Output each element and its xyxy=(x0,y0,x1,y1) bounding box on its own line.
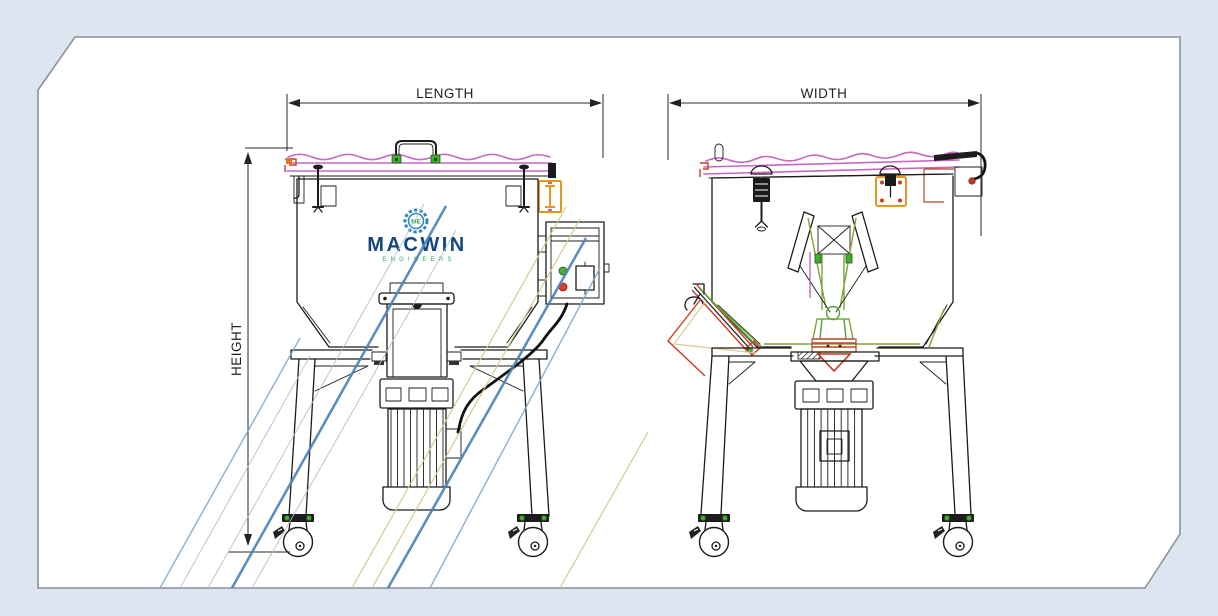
drawing-sheet xyxy=(37,36,1181,589)
stray-sketch-lines xyxy=(159,203,649,588)
length-label: LENGTH xyxy=(416,86,474,101)
chute-handle xyxy=(684,283,705,311)
lid-pin xyxy=(714,143,724,162)
side-view xyxy=(667,143,987,558)
motor-junction-box xyxy=(819,430,850,462)
discharge-arrow xyxy=(816,353,852,373)
agitator-assembly xyxy=(787,211,879,373)
lid-corner-clamp xyxy=(699,162,709,177)
motor-junction-box xyxy=(445,428,462,459)
lid-corner-clamp xyxy=(284,158,297,172)
logo-monogram: ME xyxy=(411,219,421,226)
length-dimension: LENGTH xyxy=(286,86,604,158)
front-drive-unit xyxy=(371,282,462,511)
lid-end-cap xyxy=(548,163,556,178)
lid-handle xyxy=(391,140,441,164)
front-lid xyxy=(284,140,562,213)
orange-bracket-front xyxy=(538,180,562,213)
control-panel xyxy=(537,221,610,305)
discharge-collar xyxy=(811,338,857,353)
height-dimension: HEIGHT xyxy=(228,147,293,553)
hatch-seal xyxy=(797,351,821,360)
front-view xyxy=(272,140,610,558)
height-label: HEIGHT xyxy=(229,322,244,376)
orange-bracket-side xyxy=(875,165,907,207)
toggle-clamp-side xyxy=(750,165,773,232)
logo-name: MACWIN xyxy=(367,234,466,256)
lid-hook xyxy=(293,175,305,204)
width-label: WIDTH xyxy=(801,86,848,101)
side-drive-unit xyxy=(790,351,880,512)
dimension-annotations: LENGTH WIDTH HEIGHT xyxy=(228,86,982,553)
discharge-chute xyxy=(667,283,761,377)
toggle-clamp-right xyxy=(505,164,530,213)
toggle-clamp-left xyxy=(312,164,337,213)
side-stand xyxy=(700,347,972,515)
width-dimension: WIDTH xyxy=(667,86,982,236)
